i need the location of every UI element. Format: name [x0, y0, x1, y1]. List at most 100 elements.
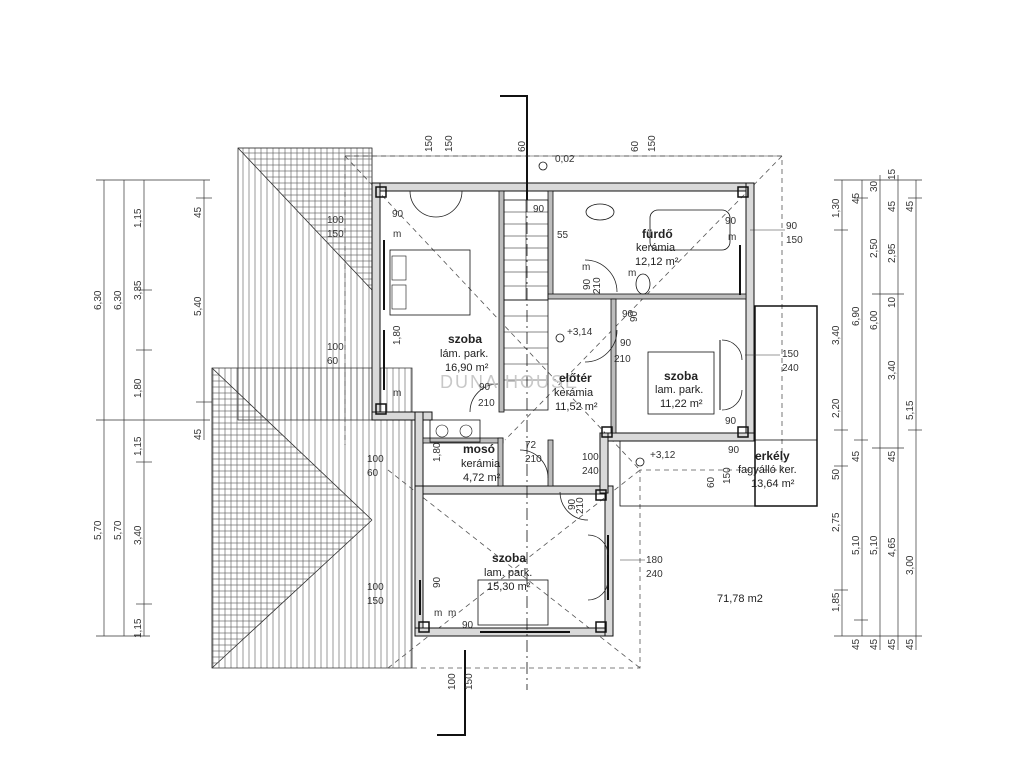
stair-step: 55 [557, 230, 569, 241]
bed-1 [389, 249, 471, 316]
windows [383, 240, 741, 633]
bed-3 [477, 579, 549, 626]
dimension-label: 90 [725, 416, 737, 427]
room-eloter-name: előtér [559, 371, 592, 385]
dimension-label: 90 [582, 278, 593, 290]
dimension-label: m [434, 608, 442, 619]
dimension-label: 90 [392, 209, 404, 220]
dimension-label: 50 [831, 468, 842, 480]
room-furdo-name: fürdő [642, 227, 673, 241]
dimension-label: 45 [905, 200, 916, 212]
dimension-label: 1,15 [133, 618, 144, 638]
door-dims: 90 90 90 90 90 90 90 72 100 90 90 90 90 … [392, 204, 737, 631]
dimension-label: 45 [887, 450, 898, 462]
bottom-dims: 100 150 [447, 673, 475, 690]
dimension-label: 210 [478, 398, 495, 409]
dimension-label: 1,85 [831, 592, 842, 612]
furniture [389, 203, 731, 626]
balcony-outline [754, 305, 818, 507]
window-dims-right: 90 150 150 240 180 240 [620, 221, 803, 580]
dimension-label: 45 [851, 638, 862, 650]
room-erkely-area: 13,64 m² [751, 478, 795, 490]
left-dimension-labels: 6,30 5,70 6,30 5,70 1,15 3,35 1,80 1,15 … [93, 206, 204, 638]
dimension-label: 60 [706, 476, 717, 488]
level-top: 0,02 [555, 154, 575, 165]
dimension-label: 1,80 [432, 442, 443, 462]
room-szoba2-floor: lam. park. [655, 384, 703, 396]
dimension-label: 150 [327, 229, 344, 240]
dimension-label: 6,90 [851, 306, 862, 326]
dimension-label: 60 [517, 140, 528, 152]
dimension-label: 2,50 [869, 238, 880, 258]
dimension-label: 150 [782, 349, 799, 360]
dimension-label: 1,30 [831, 198, 842, 218]
dimension-label: 150 [444, 135, 455, 152]
dimension-label: 1,15 [133, 436, 144, 456]
dimension-label: m [393, 388, 401, 399]
dimension-label: 1,15 [133, 208, 144, 228]
dimension-label: m [393, 229, 401, 240]
dimension-label: m [448, 608, 456, 619]
dimension-label: 100 [447, 673, 458, 690]
left-dimension-chains [96, 179, 212, 637]
misc-markers: 1,80 1,80 60 150 90 90 m m m m m m m [392, 229, 740, 619]
room-szoba2-name: szoba [664, 369, 698, 383]
room-szoba3-floor: lam. park. [484, 567, 532, 579]
dimension-label: 3,40 [887, 360, 898, 380]
dimension-label: 210 [614, 354, 631, 365]
dimension-label: 180 [646, 555, 663, 566]
dimension-label: 90 [725, 216, 737, 227]
window-dims-left: 100 150 100 60 100 60 100 150 [327, 215, 384, 607]
room-eloter-floor: kerámia [554, 387, 594, 399]
dimension-label: 5,70 [113, 520, 124, 540]
dimension-label: 90 [728, 445, 740, 456]
room-szoba1-name: szoba [448, 332, 482, 346]
staircase [503, 199, 549, 411]
dimension-label: 45 [851, 192, 862, 204]
top-dims: 150 150 60 60 150 [345, 135, 782, 157]
dimension-label: 90 [432, 576, 443, 588]
dimension-label: 240 [646, 569, 663, 580]
room-szoba2-area: 11,22 m² [660, 398, 703, 410]
dimension-label: 6,30 [93, 290, 104, 310]
dimension-label: 3,40 [133, 525, 144, 545]
dimension-label: 5,15 [905, 400, 916, 420]
right-dimension-labels: 1,30 3,40 2,20 50 2,75 1,85 45 6,90 45 5… [831, 168, 916, 650]
room-szoba3-area: 15,30 m² [487, 581, 531, 593]
dimension-label: 90 [479, 382, 491, 393]
dimension-label: 100 [367, 582, 384, 593]
dimension-label: 45 [887, 638, 898, 650]
dimension-label: 100 [327, 215, 344, 226]
dimension-label: 45 [869, 638, 880, 650]
interior-walls [422, 190, 747, 487]
dimension-label: 5,10 [851, 535, 862, 555]
dimension-label: 4,65 [887, 537, 898, 557]
dimension-label: 90 [620, 338, 632, 349]
room-erkely-name: erkély [755, 449, 790, 463]
dimension-label: 60 [367, 468, 379, 479]
dimension-label: 150 [722, 467, 733, 484]
dimension-label: 2,95 [887, 243, 898, 263]
dimension-label: 45 [887, 200, 898, 212]
dimension-label: 240 [782, 363, 799, 374]
right-dimension-chains [834, 175, 922, 650]
room-moso-name: mosó [463, 442, 495, 456]
room-labels: szoba lám. park. 16,90 m² fürdő kerámia … [440, 227, 797, 593]
dimension-label: 3,40 [831, 325, 842, 345]
dimension-label: 15 [887, 168, 898, 180]
roof-hatching [211, 147, 413, 669]
level-stair: +3,14 [567, 327, 593, 338]
room-erkely-floor: fagyálló ker. [738, 464, 797, 476]
dimension-label: 210 [592, 277, 603, 294]
room-furdo-floor: kerámia [636, 242, 676, 254]
dimension-label: 2,75 [831, 512, 842, 532]
dimension-label: 30 [869, 180, 880, 192]
dimension-label: 90 [622, 309, 634, 320]
dimension-label: 90 [629, 310, 640, 322]
dimension-label: 150 [424, 135, 435, 152]
dimension-label: 5,70 [93, 520, 104, 540]
washer [429, 419, 481, 443]
dimension-label: 2,20 [831, 398, 842, 418]
dimension-label: 210 [525, 454, 542, 465]
